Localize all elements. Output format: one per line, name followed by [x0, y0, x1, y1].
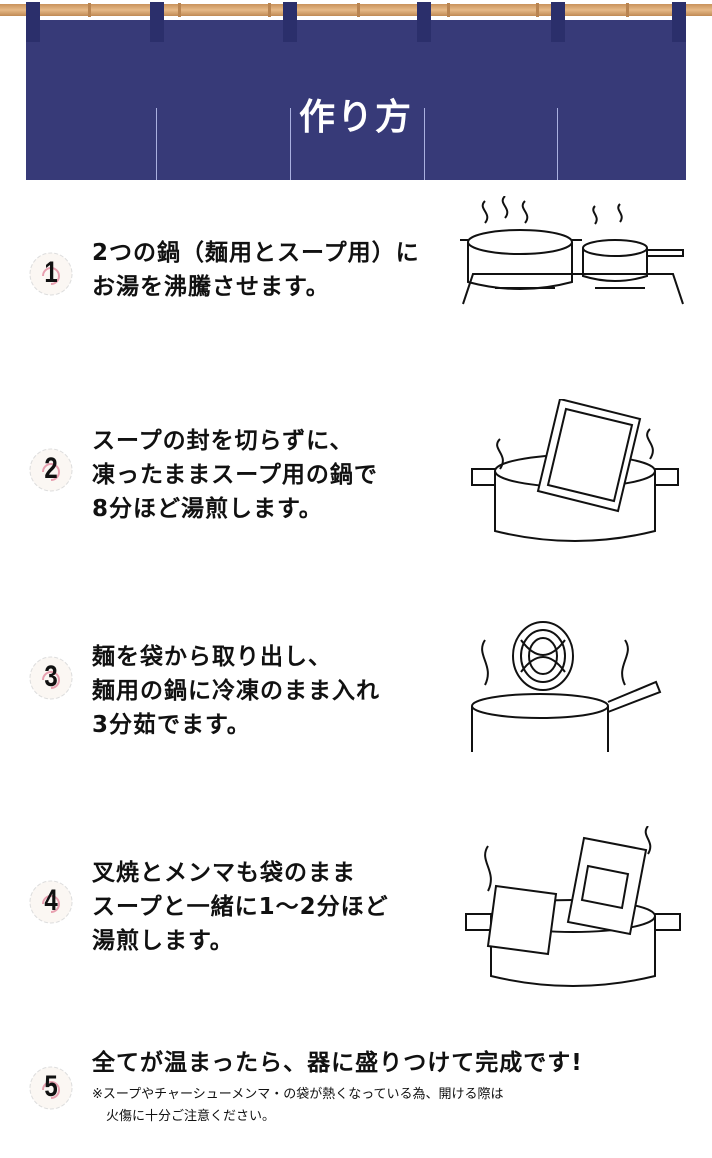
step-text: 全てが温まったら、器に盛りつけて完成です!	[92, 1050, 583, 1076]
step-number-badge: 4	[27, 878, 75, 926]
two-pots-on-stove-illustration	[460, 196, 684, 305]
step-text: 叉焼とメンマも袋のままスープと一緒に1〜2分ほど湯煎します。	[92, 860, 389, 954]
badge-scalloped-icon	[29, 880, 73, 924]
page-title: 作り方	[298, 97, 413, 138]
soup-bag-in-pot-illustration	[471, 399, 679, 542]
noodles-in-pot-illustration	[471, 621, 662, 752]
caution-note: ※スープやチャーシューメンマ・の袋が熱くなっている為、開ける際は火傷に十分ご注意…	[92, 1087, 504, 1124]
badge-scalloped-icon	[29, 448, 73, 492]
badge-scalloped-icon	[29, 656, 73, 700]
step-number-badge: 3	[27, 654, 75, 702]
badge-scalloped-icon	[29, 1066, 73, 1110]
step-text: 2つの鍋（麺用とスープ用）にお湯を沸騰させます。	[92, 240, 420, 300]
noren-curtain: 作り方	[26, 20, 686, 180]
step-number-badge: 5	[27, 1064, 75, 1112]
chashu-menma-bags-in-pot-illustration	[465, 826, 681, 987]
step-number-badge: 1	[27, 250, 75, 298]
step-number-badge: 2	[27, 446, 75, 494]
bamboo-rod	[0, 4, 712, 16]
badge-scalloped-icon	[29, 252, 73, 296]
